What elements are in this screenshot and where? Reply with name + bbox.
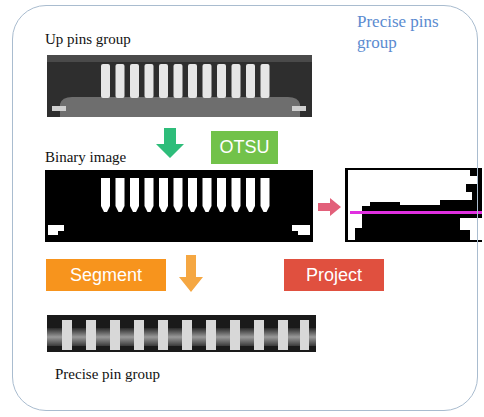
outer-frame: Precise pins groupOTSU Segment Project [12,5,478,411]
process-box: Segment [46,259,166,291]
otsu-arrow [156,128,184,158]
image-label: Precise pin group [55,366,160,383]
projected-image [345,168,482,242]
segment-arrow [179,255,203,292]
box-label: OTSU [219,137,269,158]
image-label: Binary image [45,149,126,166]
group-heading: Precise pins group [357,11,457,54]
box-label: Project [306,265,362,286]
binary-pin-image [45,170,313,242]
image-label: Up pins group [45,31,131,48]
process-box: Project [284,259,384,291]
segmented-pin-image [47,315,316,352]
box-label: Segment [70,265,142,286]
grey-pin-image [47,55,312,117]
project-arrow [318,198,341,216]
process-box: OTSU [211,131,278,164]
